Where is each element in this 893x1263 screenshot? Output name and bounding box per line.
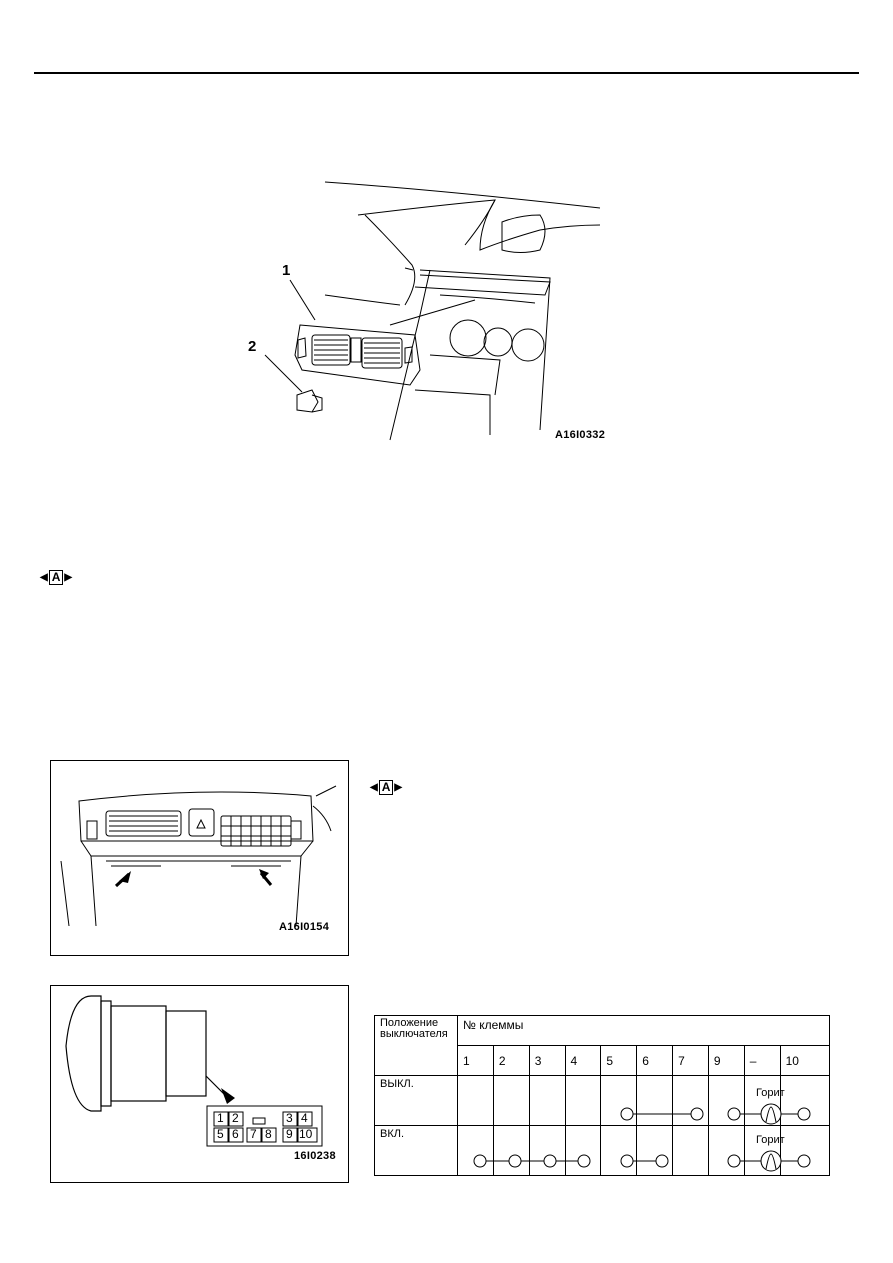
header-rule (34, 72, 859, 74)
connector-pin-9: 9 (286, 1127, 293, 1141)
connector-pin-5: 5 (217, 1127, 224, 1141)
figure-code-middle: A16I0154 (279, 921, 330, 933)
connector-pin-1: 1 (217, 1111, 224, 1125)
terminal-header: 7 (672, 1045, 709, 1076)
arrow-left-icon: ◀ (40, 572, 48, 583)
connector-pin-3: 3 (286, 1111, 293, 1125)
terminal-header: 10 (779, 1045, 831, 1076)
callout-1: 1 (282, 262, 291, 279)
row-label-on: ВКЛ. (374, 1125, 458, 1176)
dashboard-figure: 1 2 A16I0332 (240, 170, 620, 450)
lamp-label-on: Горит (756, 1134, 785, 1146)
connector-pin-2: 2 (232, 1111, 239, 1125)
lamp-icon (765, 1106, 777, 1170)
connector-pin-10: 10 (299, 1127, 313, 1141)
arrow-right-icon: ▶ (64, 572, 73, 583)
panel-illustration (60, 785, 337, 927)
panel-figure-frame: A16I0154 (50, 760, 349, 956)
connector-pin-4: 4 (301, 1111, 308, 1125)
dashboard-illustration (264, 181, 601, 441)
marker-a-right: ◀ A ▶ (370, 780, 403, 795)
marker-a-left: ◀ A ▶ (40, 570, 73, 585)
arrow-left-icon: ◀ (370, 782, 378, 793)
connector-pin-8: 8 (265, 1127, 272, 1141)
figure-code-bottom: 16I0238 (294, 1150, 336, 1162)
lamp-label-off: Горит (756, 1087, 785, 1099)
switch-illustration (65, 995, 323, 1147)
connector-pin-7: 7 (250, 1127, 257, 1141)
continuity-overlay (473, 1103, 811, 1172)
switch-figure-frame: 1 2 3 4 5 6 7 8 9 10 16I0238 (50, 985, 349, 1183)
header-terminal-number: № клеммы (457, 1015, 830, 1046)
connector-pin-6: 6 (232, 1127, 239, 1141)
row-label-off: ВЫКЛ. (374, 1075, 458, 1126)
callout-2: 2 (248, 338, 257, 355)
figure-code-top: A16I0332 (555, 429, 606, 441)
arrow-right-icon: ▶ (394, 782, 403, 793)
terminal-header: 2 (492, 1045, 530, 1076)
